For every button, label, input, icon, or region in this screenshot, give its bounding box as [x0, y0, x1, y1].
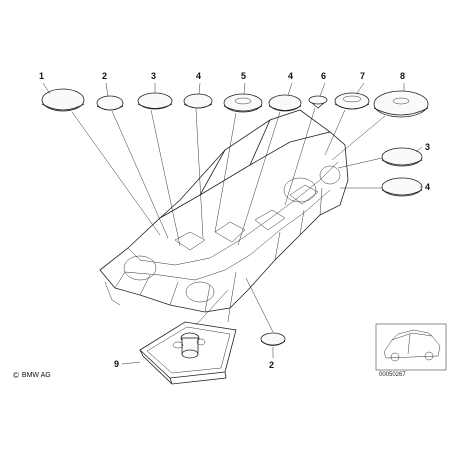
plug-cap-5 [223, 93, 263, 113]
callout-3: 3 [151, 71, 156, 81]
plug-cap-7 [334, 92, 370, 110]
plug-cap-2-bottom [260, 332, 286, 346]
callout-8: 8 [400, 71, 405, 81]
callout-2b: 2 [269, 360, 274, 370]
plug-cap-1 [41, 88, 85, 112]
copyright-symbol: © [13, 371, 19, 380]
plug-cap-3 [137, 92, 173, 110]
plug-cap-3-side [381, 147, 423, 167]
copyright-notice: © BMW AG [13, 371, 51, 380]
callout-4: 4 [196, 71, 201, 81]
vehicle-thumbnail [375, 323, 447, 371]
copyright-text: BMW AG [21, 372, 51, 379]
storage-tray [139, 321, 237, 385]
vehicle-body-frame [99, 109, 349, 323]
callout-5: 5 [241, 71, 246, 81]
tray-insert [172, 332, 206, 359]
callout-6: 6 [321, 71, 326, 81]
plug-cap-6 [308, 95, 328, 109]
callout-4c: 4 [425, 182, 430, 192]
diagram-part-code: 00050267 [379, 372, 406, 378]
plug-cap-4-alt [268, 94, 302, 112]
plug-cap-4-side [381, 177, 423, 197]
plug-cap-2 [96, 95, 124, 111]
callout-1: 1 [39, 71, 44, 81]
callout-4b: 4 [288, 71, 293, 81]
plug-cap-4 [183, 93, 213, 109]
leader-lines [42, 82, 423, 365]
plug-cap-8 [373, 90, 429, 118]
callout-9: 9 [114, 359, 119, 369]
callout-2: 2 [102, 71, 107, 81]
callout-3b: 3 [425, 142, 430, 152]
callout-7: 7 [360, 71, 365, 81]
